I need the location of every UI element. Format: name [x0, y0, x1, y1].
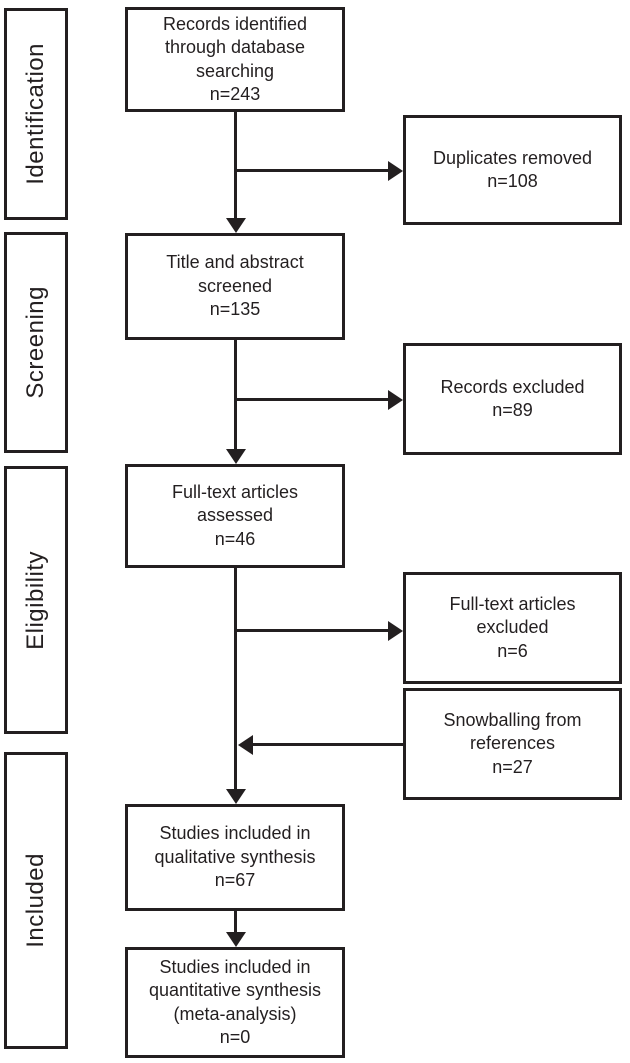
branch-records-excluded-line: [234, 398, 389, 401]
arrowhead-right-fulltext-excluded-icon: [388, 620, 403, 641]
box-qualitative-synthesis: Studies included in qualitative synthesi…: [125, 804, 345, 911]
box-duplicates-removed-count: n=108: [487, 171, 538, 191]
stage-box-included: Included: [4, 752, 68, 1049]
stage-box-identification: Identification: [4, 8, 68, 220]
box-fulltext-excluded-label: Full-text articles excluded: [449, 593, 576, 638]
stage-box-screening: Screening: [4, 232, 68, 453]
box-qualitative-synthesis-count: n=67: [214, 870, 256, 891]
box-records-identified-label: Records identified through database sear…: [162, 13, 308, 81]
box-snowballing-references-count: n=27: [492, 756, 533, 777]
box-snowballing-references: Snowballing from references n=27: [403, 688, 622, 800]
stage-label-identification: Identification: [22, 43, 49, 185]
connector-assessed-to-qualitative-line: [234, 568, 237, 790]
arrowhead-down-to-qualitative-icon: [225, 789, 246, 804]
box-records-excluded-label: Records excluded: [440, 376, 585, 397]
connector-screened-to-assessed-line: [234, 340, 237, 450]
box-records-excluded: Records excluded n=89: [403, 343, 622, 455]
box-fulltext-assessed-label: Full-text articles assessed: [171, 481, 299, 526]
box-title-abstract-screened-count: n=135: [209, 299, 261, 320]
box-duplicates-removed: Duplicates removed n=108: [403, 115, 622, 225]
box-title-abstract-screened: Title and abstract screened n=135: [125, 233, 345, 340]
box-qualitative-synthesis-label: Studies included in qualitative synthesi…: [154, 823, 316, 867]
arrowhead-down-to-quantitative-icon: [225, 932, 246, 947]
connector-identified-to-screened-line: [234, 112, 237, 220]
stage-box-eligibility: Eligibility: [4, 466, 68, 734]
arrowhead-down-to-assessed-icon: [225, 449, 246, 464]
box-records-identified: Records identified through database sear…: [125, 7, 345, 112]
box-fulltext-assessed-count: n=46: [214, 528, 256, 549]
arrowhead-left-snowballing-icon: [238, 734, 253, 755]
box-fulltext-excluded: Full-text articles excluded n=6: [403, 572, 622, 684]
box-records-identified-count: n=243: [209, 83, 261, 104]
box-records-excluded-count: n=89: [492, 400, 533, 420]
stage-label-screening: Screening: [22, 286, 49, 399]
box-fulltext-assessed: Full-text articles assessed n=46: [125, 464, 345, 568]
box-duplicates-removed-label: Duplicates removed: [432, 147, 593, 168]
box-title-abstract-screened-label: Title and abstract screened: [166, 252, 304, 296]
arrowhead-down-to-screened-icon: [225, 218, 246, 233]
box-fulltext-excluded-count: n=6: [497, 640, 528, 661]
stage-label-eligibility: Eligibility: [22, 550, 49, 650]
branch-duplicates-removed-line: [234, 169, 389, 172]
box-quantitative-synthesis-label: Studies included in quantitative synthes…: [148, 956, 322, 1024]
arrowhead-right-duplicates-icon: [388, 160, 403, 181]
arrowhead-right-records-excluded-icon: [388, 389, 403, 410]
box-snowballing-references-label: Snowballing from references: [443, 709, 582, 754]
branch-fulltext-excluded-line: [234, 629, 389, 632]
stage-label-included: Included: [22, 853, 49, 948]
branch-snowballing-line: [252, 743, 403, 746]
box-quantitative-synthesis: Studies included in quantitative synthes…: [125, 947, 345, 1058]
connector-qualitative-to-quantitative-line: [234, 911, 237, 933]
box-quantitative-synthesis-count: n=0: [219, 1026, 251, 1047]
